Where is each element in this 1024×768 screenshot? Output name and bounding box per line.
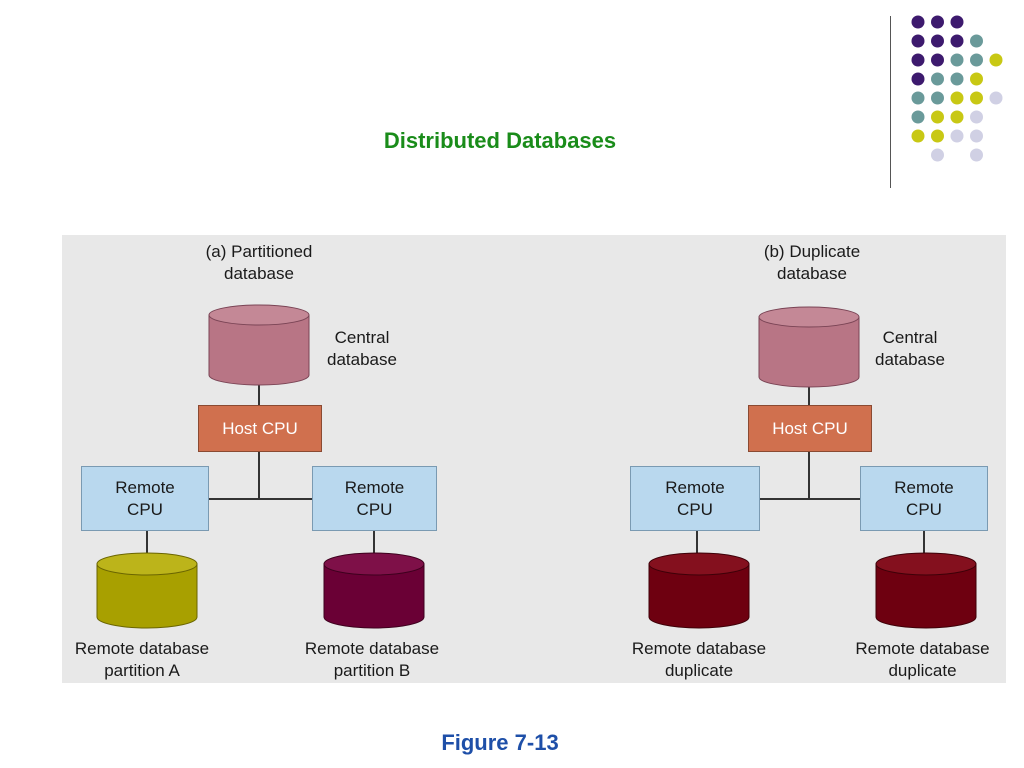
decorative-dot xyxy=(931,110,944,124)
remote-cpu-b-right-line1: Remote xyxy=(894,477,954,497)
decorative-dot xyxy=(950,53,964,67)
decorative-dot xyxy=(970,91,983,105)
central-database-a-label: Central database xyxy=(317,327,407,371)
decorative-divider-line xyxy=(890,16,891,188)
central-database-a-cylinder xyxy=(208,304,310,386)
decorative-dot xyxy=(931,34,944,48)
remote-cpu-b-left-line1: Remote xyxy=(665,477,725,497)
decorative-dot xyxy=(931,15,944,29)
central-database-a-line1: Central xyxy=(334,328,390,347)
host-cpu-a-label: Host CPU xyxy=(222,418,298,438)
diagram-b-heading-line1: (b) Duplicate xyxy=(763,242,861,261)
remote-cpu-b-right-line2: CPU xyxy=(906,499,942,519)
decorative-dot xyxy=(970,34,983,48)
decorative-dot xyxy=(970,129,983,143)
decorative-dot xyxy=(950,129,964,143)
duplicate-left-cylinder xyxy=(648,552,750,629)
diagram-b-heading-line2: database xyxy=(777,264,847,283)
decorative-dot-grid xyxy=(911,15,1003,162)
decorative-dot xyxy=(911,53,925,67)
decorative-dot xyxy=(931,53,944,67)
central-database-b-line1: Central xyxy=(882,328,938,347)
decorative-dot xyxy=(911,72,925,86)
decorative-dot xyxy=(931,91,944,105)
figure-caption: Figure 7-13 xyxy=(441,730,559,755)
central-database-b-label: Central database xyxy=(865,327,955,371)
partition-a-line2: partition A xyxy=(104,661,180,680)
decorative-dot xyxy=(950,72,964,86)
decorative-dot xyxy=(911,110,925,124)
decorative-dot xyxy=(950,15,964,29)
central-database-b-line2: database xyxy=(875,350,945,369)
decorative-dot xyxy=(931,129,944,143)
partition-a-label: Remote database partition A xyxy=(57,638,227,682)
diagram-connectors xyxy=(96,304,977,629)
decorative-dot xyxy=(970,53,983,67)
diagram-a-heading: (a) Partitioned database xyxy=(189,241,329,285)
remote-cpu-a-right-line2: CPU xyxy=(356,499,393,519)
duplicate-left-line1: Remote database xyxy=(631,639,767,658)
decorative-dot xyxy=(911,34,925,48)
duplicate-right-line2: duplicate xyxy=(888,661,957,680)
central-database-b-cylinder xyxy=(758,306,860,388)
figure-panel: (a) Partitioned database Central databas… xyxy=(62,235,1006,683)
decorative-dot xyxy=(970,148,983,162)
decorative-dot xyxy=(911,15,925,29)
remote-cpu-b-left-line2: CPU xyxy=(677,499,713,519)
duplicate-right-cylinder xyxy=(875,552,977,629)
partition-b-line1: Remote database xyxy=(304,639,440,658)
diagram-b-heading: (b) Duplicate database xyxy=(742,241,882,285)
remote-cpu-b-right: Remote CPU xyxy=(860,466,988,531)
remote-cpu-b-left: Remote CPU xyxy=(630,466,760,531)
slide-title: Distributed Databases xyxy=(383,128,617,153)
duplicate-right-line1: Remote database xyxy=(855,639,990,658)
decorative-dot xyxy=(911,91,925,105)
host-cpu-b: Host CPU xyxy=(748,405,872,452)
decorative-dot xyxy=(989,91,1003,105)
partition-a-line1: Remote database xyxy=(74,639,210,658)
remote-cpu-a-right: Remote CPU xyxy=(312,466,437,531)
decorative-dot xyxy=(931,72,944,86)
host-cpu-b-label: Host CPU xyxy=(772,418,848,438)
central-database-a-line2: database xyxy=(327,350,397,369)
remote-cpu-a-left-line1: Remote xyxy=(115,477,175,497)
remote-cpu-a-left-line2: CPU xyxy=(127,499,163,519)
diagram-a-heading-line1: (a) Partitioned xyxy=(205,242,313,261)
remote-cpu-a-left: Remote CPU xyxy=(81,466,209,531)
duplicate-left-label: Remote database duplicate xyxy=(614,638,784,682)
decorative-dot xyxy=(931,148,944,162)
duplicate-right-label: Remote database duplicate xyxy=(839,638,1006,682)
decorative-dot xyxy=(970,110,983,124)
partition-a-cylinder xyxy=(96,552,198,629)
decorative-dot xyxy=(989,53,1003,67)
duplicate-left-line2: duplicate xyxy=(664,661,734,680)
decorative-dot xyxy=(911,129,925,143)
partition-b-cylinder xyxy=(323,552,425,629)
decorative-dot xyxy=(950,110,964,124)
decorative-dot xyxy=(950,91,964,105)
decorative-dot xyxy=(970,72,983,86)
diagram-a-heading-line2: database xyxy=(224,264,294,283)
partition-b-line2: partition B xyxy=(333,661,411,680)
decorative-dot xyxy=(950,34,964,48)
partition-b-label: Remote database partition B xyxy=(287,638,457,682)
remote-cpu-a-right-line1: Remote xyxy=(344,477,405,497)
host-cpu-a: Host CPU xyxy=(198,405,322,452)
